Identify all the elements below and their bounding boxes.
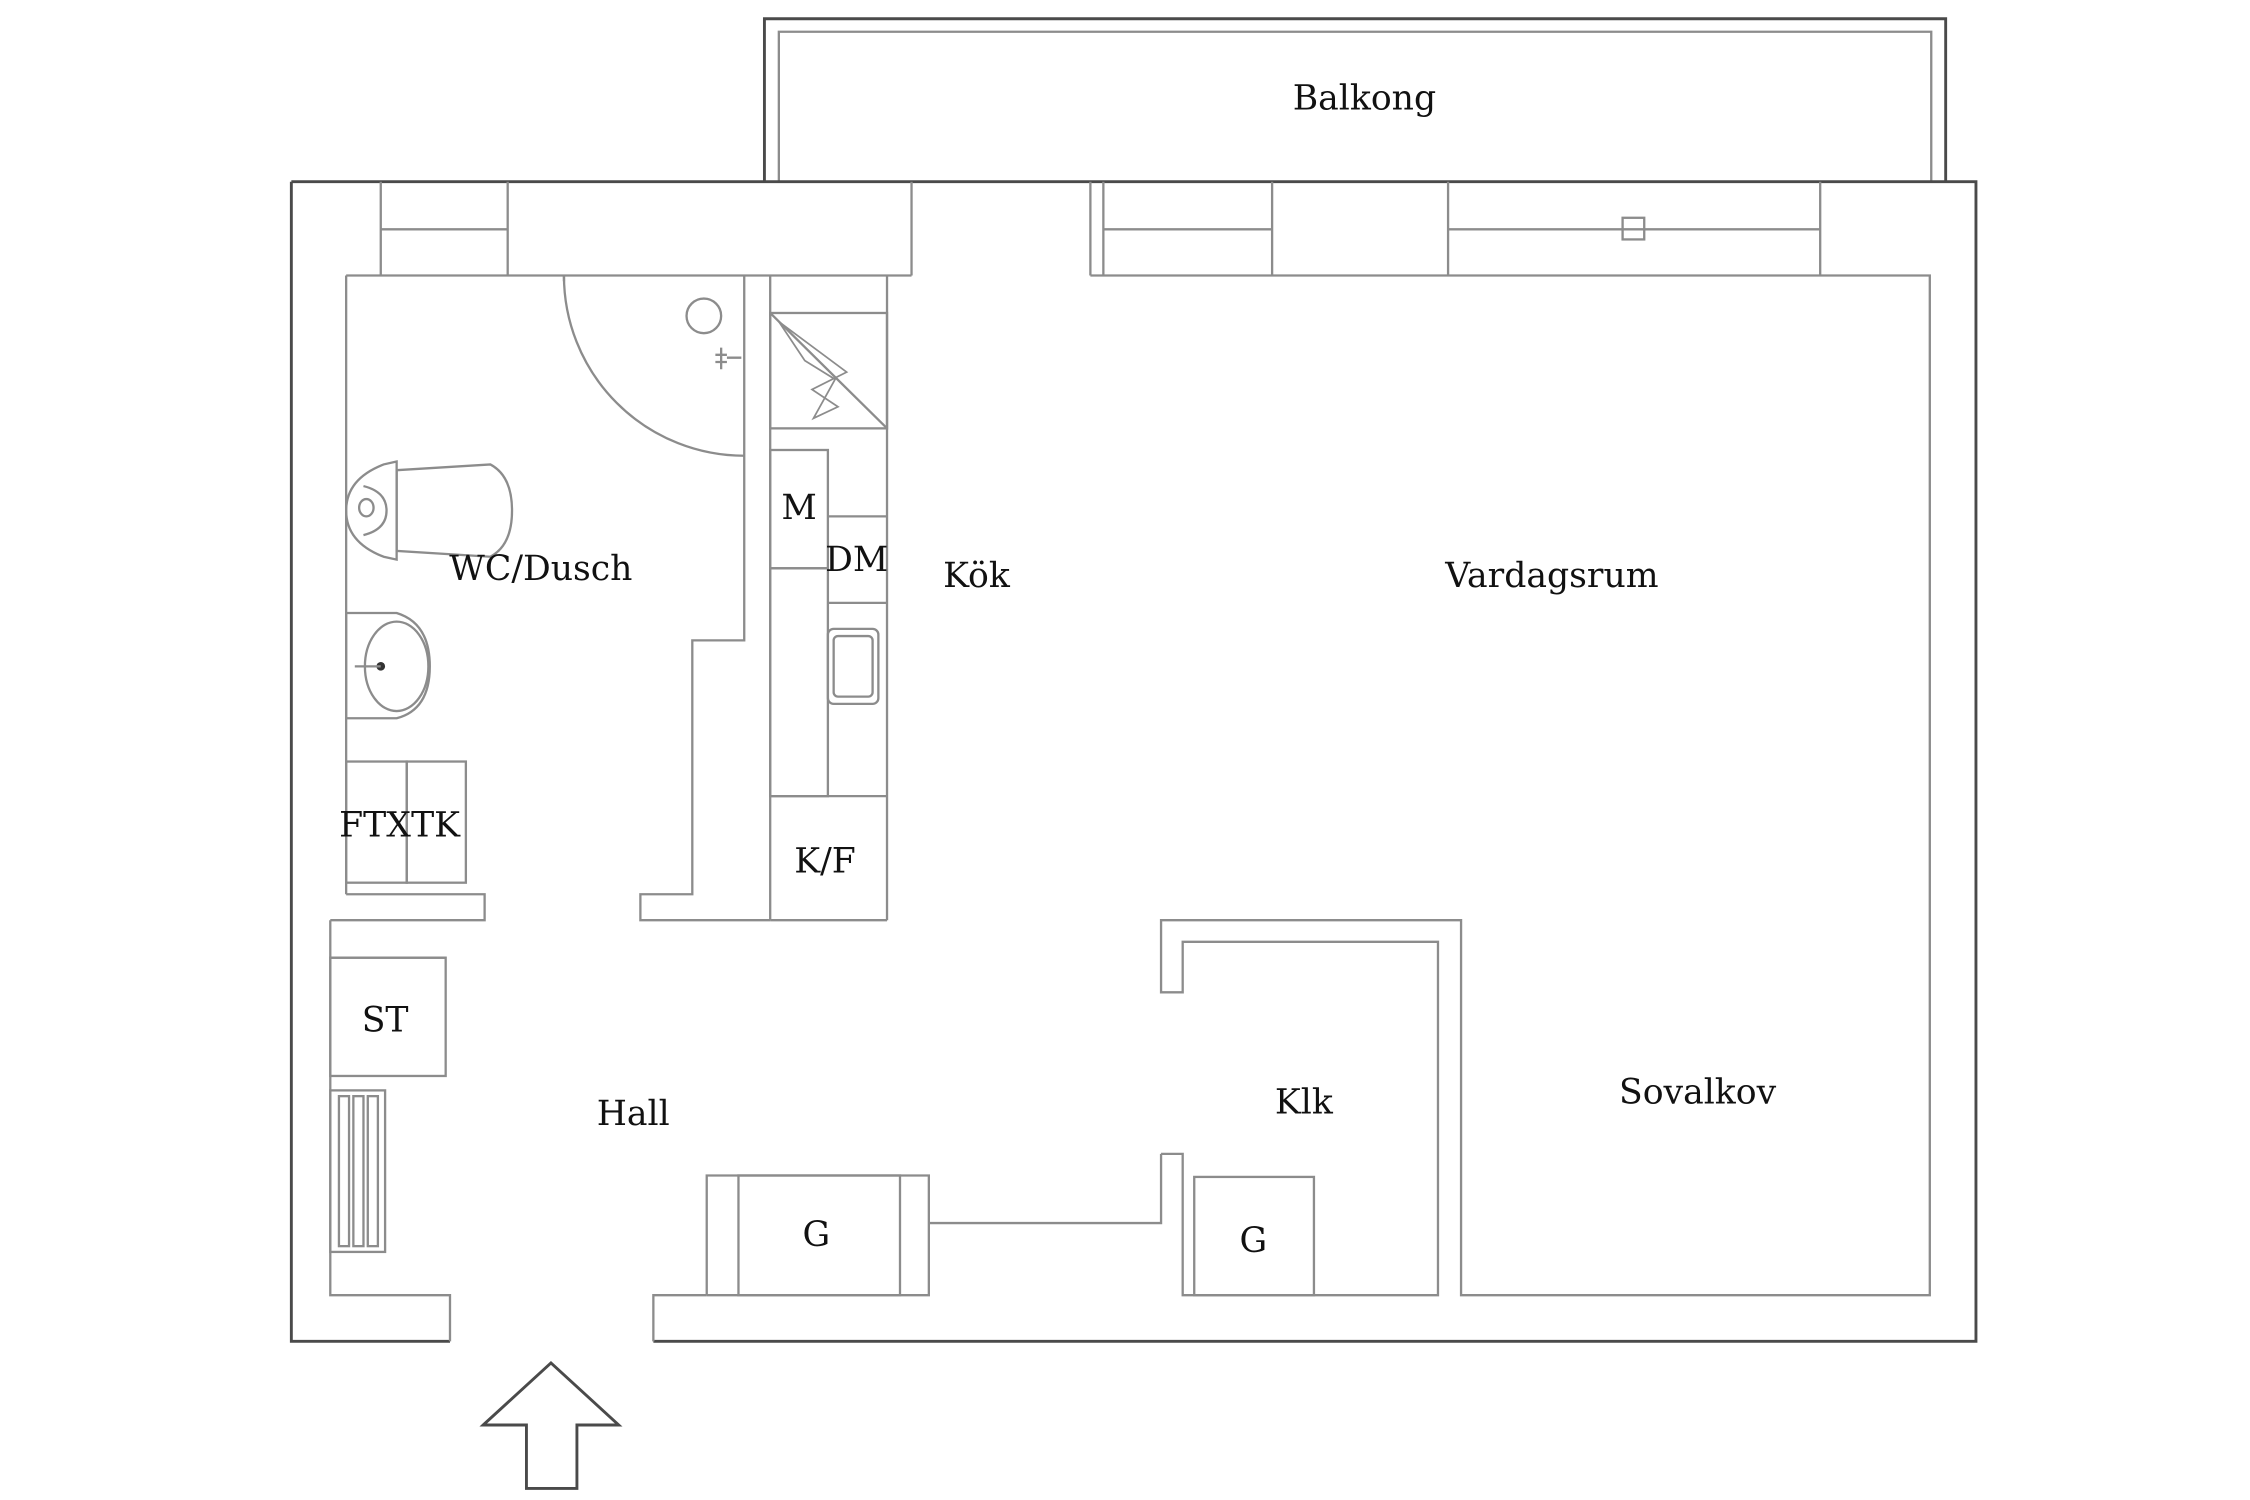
stove-icon <box>769 311 889 430</box>
kitchen-sink-icon <box>826 627 880 705</box>
kitchen-units <box>769 311 889 798</box>
sink-icon <box>345 611 431 720</box>
room-label-balkong: Balkong <box>1293 79 1436 119</box>
fixture-label-ventilation: FTX <box>339 806 411 846</box>
shower-drain-icon <box>685 297 723 335</box>
fixture-label-microwave: M <box>781 488 816 528</box>
wardrobe-hall <box>737 1174 902 1297</box>
room-label-hall: Hall <box>597 1094 670 1134</box>
room-label-sovalkov: Sovalkov <box>1619 1072 1777 1112</box>
entrance-arrow-icon <box>479 1361 623 1490</box>
shower-head-icon <box>715 347 742 370</box>
balcony <box>762 17 1948 182</box>
outer-walls <box>289 180 1978 1343</box>
wardrobe-klk <box>1193 1175 1316 1297</box>
room-label-kok: Kök <box>943 556 1011 596</box>
hall-storage <box>329 956 447 1078</box>
fixture-label-dishwasher: DM <box>825 540 888 580</box>
room-label-wc-dusch: WC/Dusch <box>449 549 632 589</box>
interior-walls <box>329 274 1931 1342</box>
windows <box>379 181 1822 276</box>
fixture-label-dryer: TK <box>411 806 461 846</box>
vent-square <box>1621 216 1646 241</box>
room-label-klk: Klk <box>1275 1082 1334 1122</box>
fixture-label-wardrobe-klk: G <box>1240 1221 1268 1261</box>
laundry <box>345 760 468 884</box>
room-label-vardagsrum: Vardagsrum <box>1444 556 1658 596</box>
fixture-label-storage: ST <box>362 1000 409 1040</box>
shower <box>562 275 745 457</box>
toilet-icon <box>344 460 514 562</box>
radiator-icon <box>329 1089 387 1254</box>
fixture-label-fridge-freezer: K/F <box>794 842 856 882</box>
fixture-label-wardrobe-hall: G <box>803 1215 831 1255</box>
